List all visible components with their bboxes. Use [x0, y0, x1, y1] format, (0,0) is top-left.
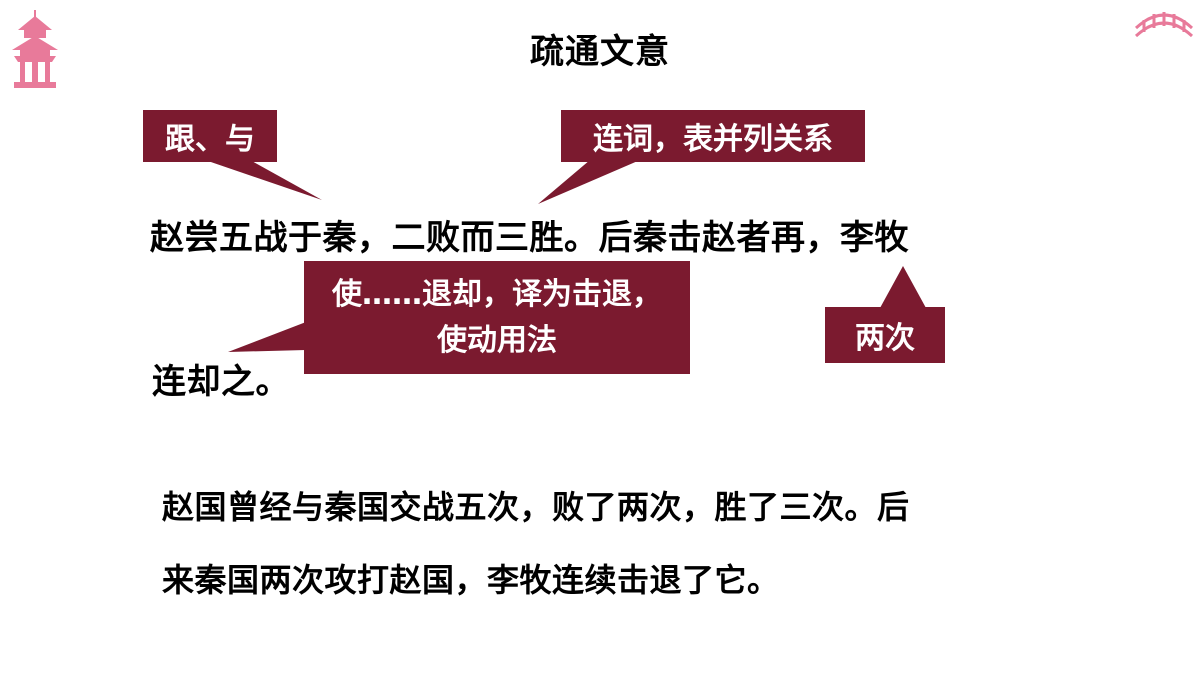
callout-que-text-1: 使……退却，译为击退， — [332, 276, 662, 312]
source-text-line-2: 连却之。 — [152, 362, 290, 402]
callout-tail-zai — [880, 266, 926, 308]
callout-que-text-2: 使动用法 — [437, 322, 557, 358]
callout-zai: 两次 — [825, 307, 945, 363]
callout-zai-text: 两次 — [855, 321, 915, 356]
source-text-line-1: 赵尝五战于秦，二败而三胜。后秦击赵者再，李牧 — [150, 218, 909, 258]
translation-block: 赵国曾经与秦国交战五次，败了两次，胜了三次。后 来秦国两次攻打赵国，李牧连续击退… — [162, 471, 1042, 617]
bridge-icon — [1134, 12, 1194, 38]
callout-tail-que — [228, 322, 306, 352]
page-title: 疏通文意 — [530, 32, 670, 72]
callout-tail-yu — [205, 160, 322, 200]
callout-er-text: 连词，表并列关系 — [593, 122, 833, 157]
translation-line-1: 赵国曾经与秦国交战五次，败了两次，胜了三次。后 — [162, 488, 910, 526]
pagoda-icon — [12, 10, 58, 88]
callout-yu: 跟、与 — [143, 110, 277, 162]
callout-tail-er — [538, 160, 640, 204]
translation-line-2: 来秦国两次攻打赵国，李牧连续击退了它。 — [162, 561, 780, 599]
callout-yu-text: 跟、与 — [165, 122, 255, 157]
callout-er: 连词，表并列关系 — [561, 110, 865, 162]
callout-que: 使……退却，译为击退， 使动用法 — [304, 261, 690, 374]
